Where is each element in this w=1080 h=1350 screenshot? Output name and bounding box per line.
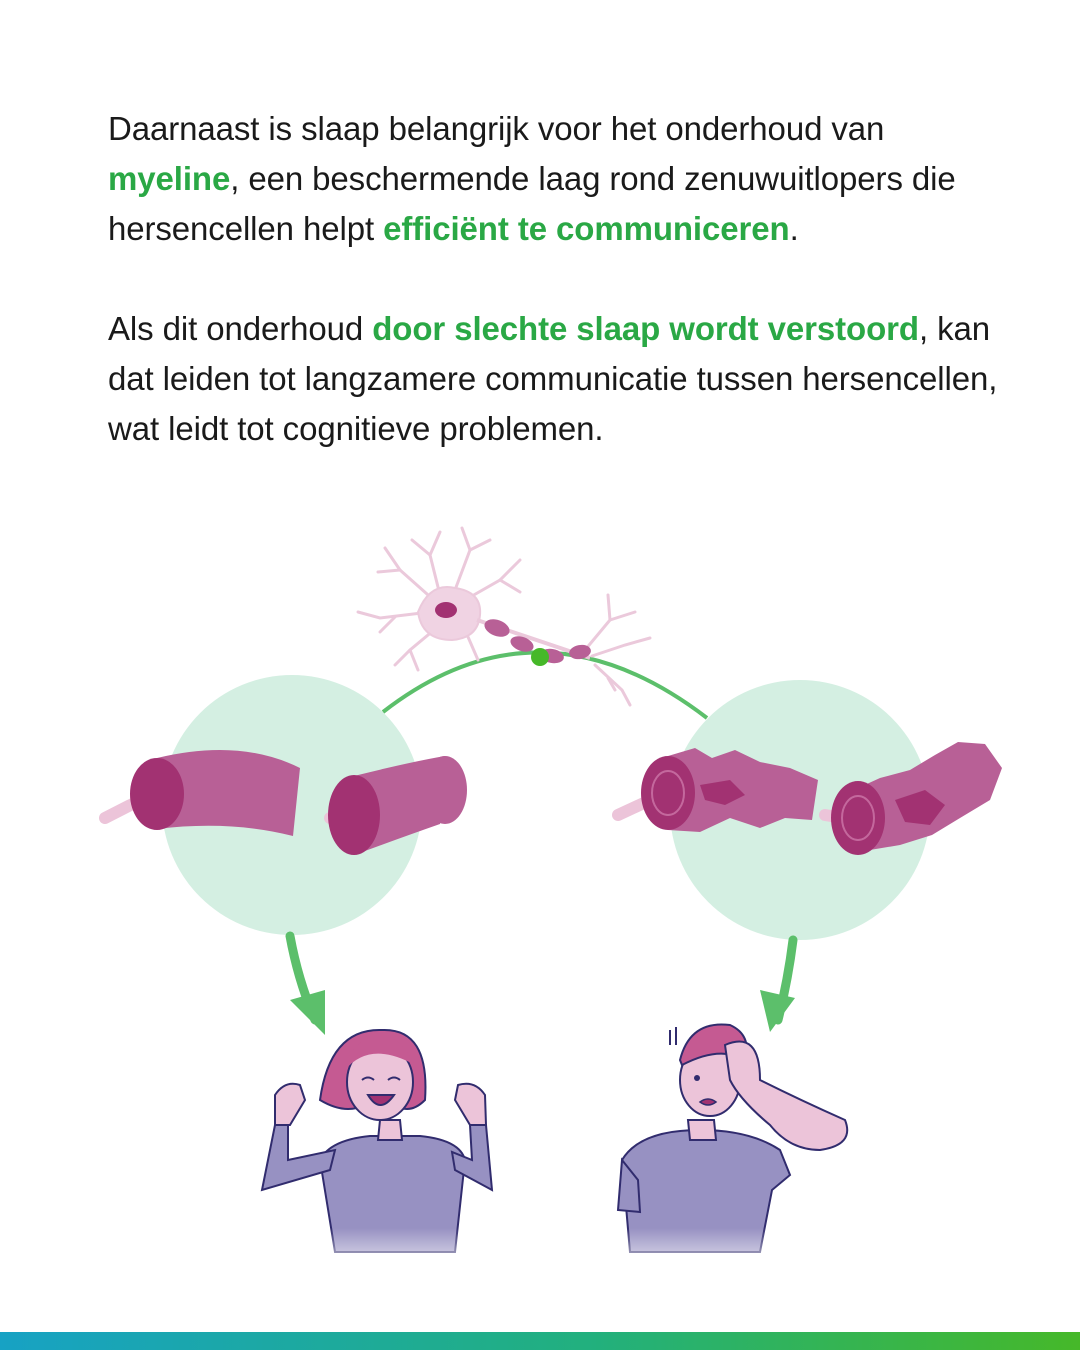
happy-woman-icon	[260, 1028, 494, 1253]
neuron-icon	[356, 526, 652, 707]
arrow-down-right-icon	[760, 935, 798, 1032]
illustration	[99, 526, 1002, 1280]
highlight-communicate: efficiënt te communiceren	[383, 210, 790, 247]
paragraph-myelin: Daarnaast is slaap belangrijk voor het o…	[108, 110, 956, 247]
text-block: Daarnaast is slaap belangrijk voor het o…	[108, 104, 1008, 504]
paragraph-disruption: Als dit onderhoud door slechte slaap wor…	[108, 310, 998, 447]
arrow-down-left-icon	[285, 931, 325, 1035]
confused-man-icon	[616, 1023, 849, 1253]
healthy-myelin-icon	[99, 750, 467, 855]
damaged-myelin-icon	[612, 742, 1002, 855]
highlight-myelin: myeline	[108, 160, 231, 197]
bottom-gradient-bar	[0, 1332, 1080, 1350]
highlight-disrupted: door slechte slaap wordt verstoord	[372, 310, 919, 347]
